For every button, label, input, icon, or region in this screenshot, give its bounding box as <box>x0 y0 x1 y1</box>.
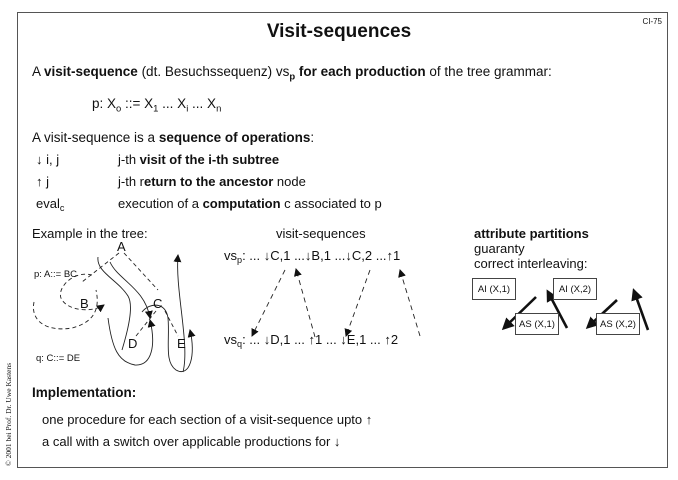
implementation-line-2: a call with a switch over applicable pro… <box>42 434 341 449</box>
slide-frame <box>17 12 668 468</box>
op-visit-desc: j-th visit of the i-th subtree <box>118 152 280 167</box>
arrow-c1-d1 <box>251 269 286 337</box>
tree-node-a: A <box>117 239 126 254</box>
path-b-return <box>33 289 98 330</box>
partitions-line-2: guaranty <box>474 241 525 256</box>
tree-node-b: B <box>80 296 89 311</box>
partitions-line-3: correct interleaving: <box>474 256 588 271</box>
arrow-out-as2 <box>631 288 650 331</box>
edge-c-e <box>164 310 179 337</box>
op-return-desc: j-th return to the ancestor node <box>118 174 306 189</box>
tree-node-d: D <box>128 336 138 351</box>
intro-line: A visit-sequence (dt. Besuchssequenz) vs… <box>32 64 552 83</box>
vsq-sequence: vsq: ... ↓D,1 ... ↑1 ... ↓E,1 ... ↑2 <box>224 332 399 350</box>
edge-c-d <box>135 310 157 337</box>
page-number: CI-75 <box>642 17 662 26</box>
visit-paths <box>33 254 196 373</box>
arrow-c2-e1 <box>344 269 371 337</box>
vsp-sequence: vsp: ... ↓C,1 ...↓B,1 ...↓C,2 ...↑1 <box>224 248 401 266</box>
partition-box-as-2: AS (X,2) <box>596 313 640 335</box>
tree-edges <box>81 252 179 337</box>
edge-a-c <box>123 252 159 291</box>
production-p-label: p: A::= BC <box>34 269 78 280</box>
implementation-line-1: one procedure for each section of a visi… <box>42 412 373 427</box>
path-enter-c <box>109 261 153 319</box>
op-visit-symbol: ↓ i, j <box>36 152 60 167</box>
op-eval-desc: execution of a computation c associated … <box>118 196 382 211</box>
partition-box-ai-2: AI (X,2) <box>553 278 597 300</box>
production-q-label: q: C::= DE <box>36 353 81 364</box>
implementation-heading: Implementation: <box>32 385 137 400</box>
sequence-arrows <box>251 268 421 338</box>
page-title: Visit-sequences <box>266 21 412 42</box>
partitions-heading: attribute partitions <box>474 226 589 241</box>
op-eval-symbol: evalc <box>36 196 65 214</box>
arrow-up2-up1 <box>398 269 421 337</box>
op-return-symbol: ↑ j <box>36 174 49 189</box>
path-around-b <box>60 273 105 313</box>
copyright-notice: © 2001 bei Prof. Dr. Uwe Kastens <box>4 362 13 466</box>
sequence-intro: A visit-sequence is a sequence of operat… <box>32 130 315 145</box>
tree-node-e: E <box>177 336 186 351</box>
production-formula: p: Xo ::= X1 ... Xi ... Xn <box>92 96 222 115</box>
arrow-up1-b1 <box>294 268 316 338</box>
path-around-e <box>141 304 196 373</box>
visit-sequences-heading: visit-sequences <box>276 226 366 241</box>
partition-box-as-1: AS (X,1) <box>515 313 559 335</box>
tree-node-c: C <box>153 296 163 311</box>
path-around-d <box>107 317 156 366</box>
path-down-c <box>97 256 131 351</box>
path-up-a <box>173 254 186 373</box>
example-label: Example in the tree: <box>32 226 148 241</box>
partition-box-ai-1: AI (X,1) <box>472 278 516 300</box>
arrow-out-as1 <box>546 289 569 329</box>
arrow-into-as1 <box>501 296 537 331</box>
